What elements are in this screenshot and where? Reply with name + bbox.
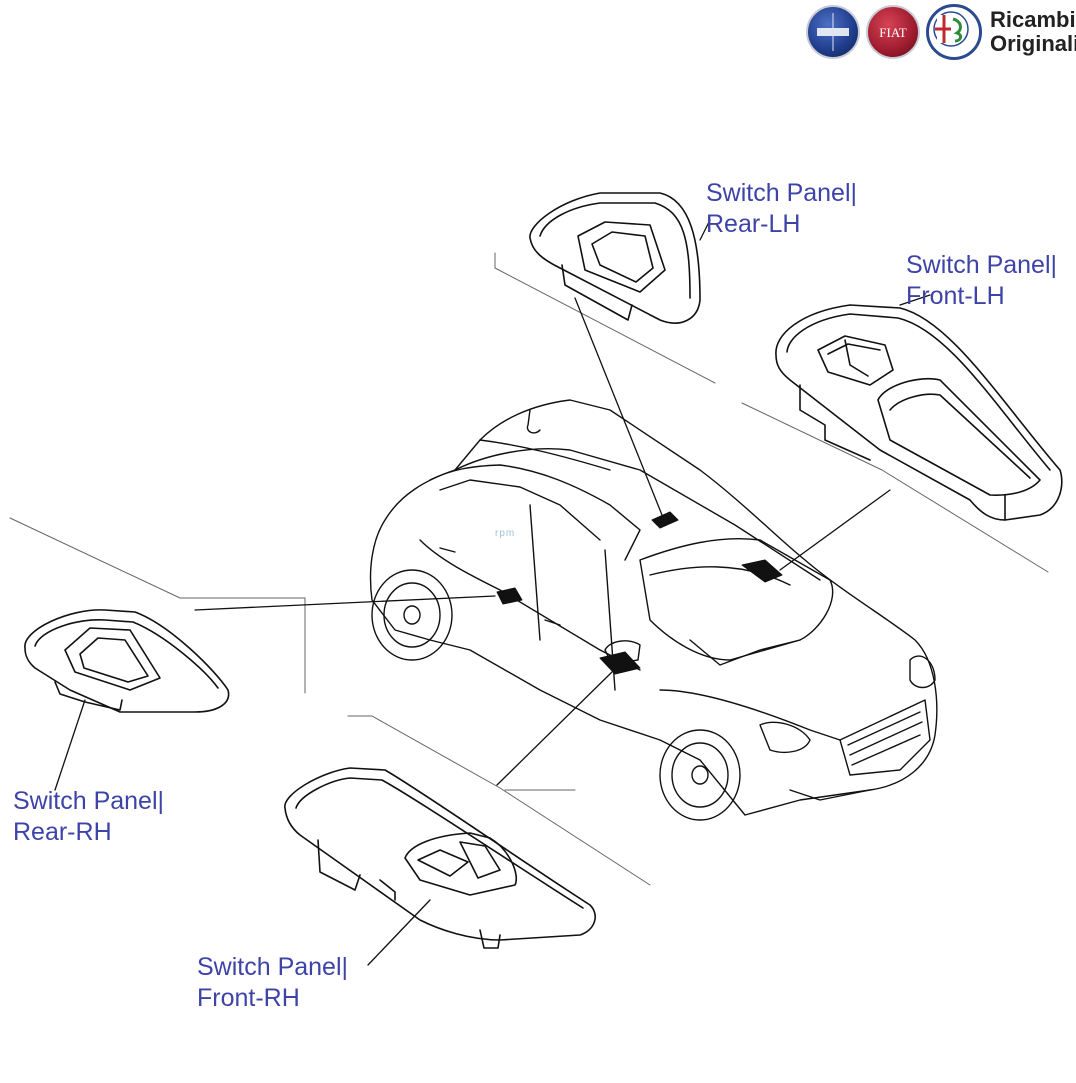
- callout-front-lh-line2: Front-LH: [906, 282, 1005, 310]
- callout-front-lh: Switch Panel| Front-LH: [906, 250, 1057, 312]
- rear-wheel: [371, 569, 453, 661]
- rear-rh-switch-panel-drawing: [24, 609, 230, 713]
- callout-front-lh-line1: Switch Panel|: [906, 251, 1058, 279]
- lancia-logo-icon: [806, 5, 860, 59]
- brand-line2: Originali: [990, 31, 1076, 56]
- callout-front-rh: Switch Panel| Front-RH: [197, 952, 348, 1014]
- rear-lh-switch-panel-drawing: [529, 192, 701, 324]
- callout-rear-lh-line1: Switch Panel|: [706, 179, 858, 207]
- front-lh-switch-panel-drawing: [775, 304, 1063, 521]
- callout-rear-rh-line2: Rear-RH: [13, 818, 112, 846]
- fiat-logo-icon: FIAT: [866, 5, 920, 59]
- front-rh-switch-panel-drawing: [284, 767, 596, 949]
- callout-rear-rh: Switch Panel| Rear-RH: [13, 786, 164, 848]
- brand-line1: Ricambi: [990, 7, 1076, 32]
- front-wheel: [659, 729, 741, 821]
- guide-lines: [9, 252, 1049, 886]
- car-drawing: [369, 399, 938, 821]
- callout-front-rh-line2: Front-RH: [197, 984, 300, 1012]
- alfa-romeo-logo-icon: [926, 4, 982, 60]
- svg-text:FIAT: FIAT: [879, 25, 907, 40]
- brand-logo-bar: FIAT Ricambi Originali: [806, 4, 1076, 60]
- callout-rear-rh-line1: Switch Panel|: [13, 787, 165, 815]
- callout-rear-lh-line2: Rear-LH: [706, 210, 801, 238]
- watermark-text: rpm: [495, 528, 516, 539]
- switch-location-marks: [496, 511, 783, 675]
- callout-rear-lh: Switch Panel| Rear-LH: [706, 178, 857, 240]
- callout-front-rh-line1: Switch Panel|: [197, 953, 349, 981]
- brand-name: Ricambi Originali: [990, 8, 1076, 56]
- leader-lines: [54, 219, 931, 966]
